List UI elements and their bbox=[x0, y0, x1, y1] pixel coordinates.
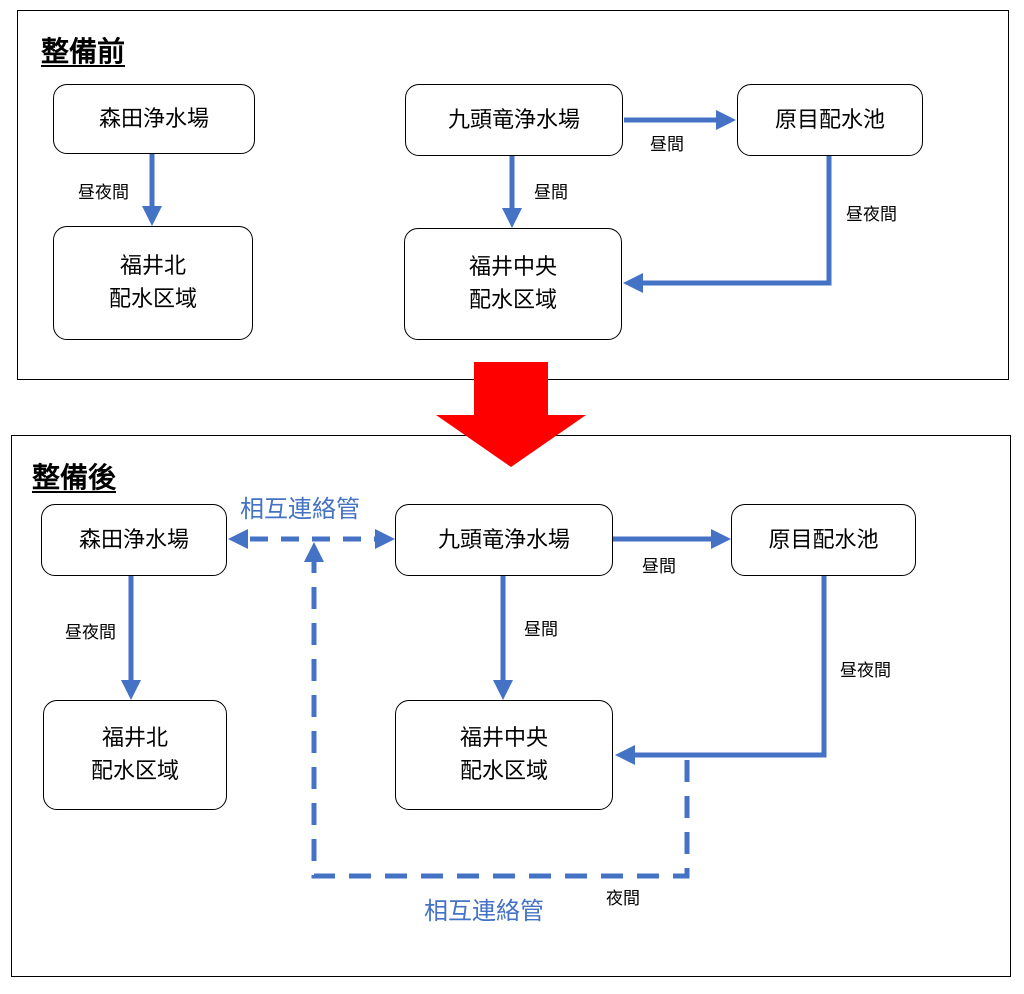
before-harame-label: 原目配水池 bbox=[774, 107, 885, 133]
after-kuzuryu-harame-arrow bbox=[613, 529, 731, 549]
interconnect-top-label: 相互連絡管 bbox=[240, 495, 360, 523]
after-fukui-chuo-line1: 福井中央 bbox=[459, 726, 548, 751]
after-harame-chuo-label: 昼夜間 bbox=[840, 661, 891, 681]
after-loop-night-label: 夜間 bbox=[606, 889, 640, 909]
after-fukui-kita-line1: 福井北 bbox=[101, 726, 168, 751]
before-kuzuryu-node: 九頭竜浄水場 bbox=[405, 84, 623, 156]
before-fukui-kita-line2: 配水区域 bbox=[108, 287, 197, 312]
interconnect-top-arrow bbox=[228, 529, 395, 549]
after-kuzuryu-harame-label: 昼間 bbox=[642, 557, 676, 577]
before-morita-node: 森田浄水場 bbox=[53, 84, 255, 154]
interconnect-loop-arrow bbox=[304, 542, 690, 879]
interconnect-bottom-label: 相互連絡管 bbox=[424, 897, 544, 925]
before-kuzuryu-chuo-arrow bbox=[502, 156, 522, 228]
before-kuzuryu-harame-label: 昼間 bbox=[650, 135, 684, 155]
before-harame-node: 原目配水池 bbox=[737, 84, 923, 156]
before-kuzuryu-label: 九頭竜浄水場 bbox=[447, 107, 580, 133]
after-morita-label: 森田浄水場 bbox=[78, 527, 189, 553]
before-harame-chuo-label: 昼夜間 bbox=[846, 205, 897, 225]
after-fukui-chuo-line2: 配水区域 bbox=[459, 759, 548, 784]
before-fukui-chuo-line1: 福井中央 bbox=[468, 255, 557, 280]
before-harame-chuo-arrow bbox=[623, 156, 832, 293]
before-morita-kita-label: 昼夜間 bbox=[78, 183, 129, 203]
before-fukui-chuo-node: 福井中央 配水区域 bbox=[404, 228, 622, 340]
after-morita-node: 森田浄水場 bbox=[41, 504, 227, 576]
after-kuzuryu-chuo-label: 昼間 bbox=[524, 620, 558, 640]
after-kuzuryu-node: 九頭竜浄水場 bbox=[395, 504, 613, 576]
before-kuzuryu-chuo-label: 昼間 bbox=[534, 183, 568, 203]
before-fukui-kita-node: 福井北 配水区域 bbox=[53, 226, 253, 340]
transition-arrow bbox=[436, 362, 586, 467]
before-fukui-kita-line1: 福井北 bbox=[119, 254, 186, 279]
after-harame-node: 原目配水池 bbox=[731, 504, 916, 576]
before-kuzuryu-harame-arrow bbox=[624, 110, 736, 130]
before-morita-kita-arrow bbox=[142, 154, 162, 226]
after-harame-label: 原目配水池 bbox=[768, 527, 879, 553]
after-title: 整備後 bbox=[32, 461, 117, 494]
after-fukui-kita-node: 福井北 配水区域 bbox=[43, 700, 227, 810]
before-title: 整備前 bbox=[41, 35, 126, 68]
before-fukui-chuo-line2: 配水区域 bbox=[468, 288, 557, 313]
after-fukui-chuo-node: 福井中央 配水区域 bbox=[395, 700, 613, 810]
after-fukui-kita-line2: 配水区域 bbox=[90, 759, 179, 784]
after-kuzuryu-label: 九頭竜浄水場 bbox=[437, 527, 570, 553]
before-morita-label: 森田浄水場 bbox=[98, 106, 209, 132]
after-harame-chuo-arrow bbox=[615, 576, 827, 765]
after-morita-kita-label: 昼夜間 bbox=[65, 623, 116, 643]
after-kuzuryu-chuo-arrow bbox=[493, 576, 513, 700]
after-morita-kita-arrow bbox=[121, 576, 141, 700]
